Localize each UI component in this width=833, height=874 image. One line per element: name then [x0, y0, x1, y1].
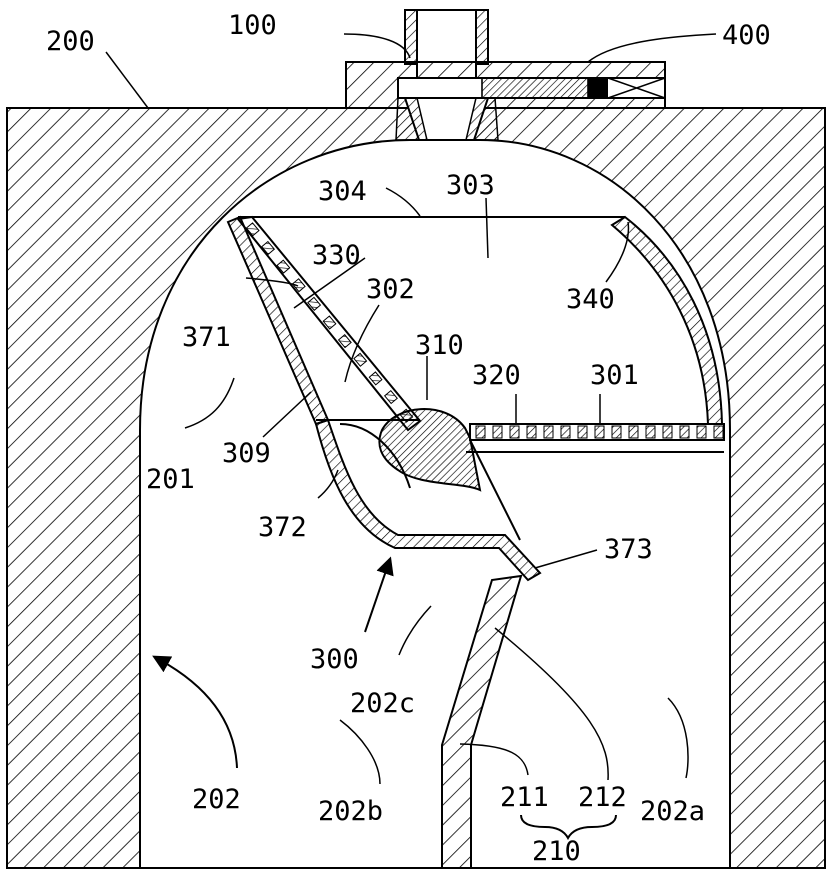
- inclined-slot: [368, 371, 383, 386]
- nozzle-throat-hatch: [395, 97, 499, 141]
- grid-slot: [526, 425, 537, 439]
- grid-slot: [560, 425, 571, 439]
- label-201: 201: [146, 464, 195, 495]
- inclined-slot: [276, 259, 291, 274]
- label-304: 304: [318, 176, 367, 207]
- grid-slot: [509, 425, 520, 439]
- label-310: 310: [415, 330, 464, 361]
- label-320: 320: [472, 360, 521, 391]
- grid-slot: [662, 425, 673, 439]
- label-202b: 202b: [318, 796, 383, 827]
- brace-210: [520, 814, 617, 841]
- arrow-202: [152, 655, 238, 769]
- label-302: 302: [366, 274, 415, 305]
- inclined-slot: [307, 296, 322, 311]
- label-373: 373: [604, 534, 653, 565]
- label-303: 303: [446, 170, 495, 201]
- label-202c: 202c: [350, 688, 415, 719]
- label-301: 301: [590, 360, 639, 391]
- housing-body: [6, 107, 826, 869]
- arrow-300: [364, 556, 394, 633]
- label-371: 371: [182, 322, 231, 353]
- inclined-slot: [353, 352, 368, 367]
- label-100: 100: [228, 10, 277, 41]
- grid-slot: [628, 425, 639, 439]
- inclined-slot: [337, 334, 352, 349]
- label-400: 400: [722, 20, 771, 51]
- label-202a: 202a: [640, 796, 705, 827]
- grid-slot: [713, 425, 724, 439]
- label-200: 200: [46, 26, 95, 57]
- inclined-slot: [245, 222, 260, 237]
- slide-bar: [481, 77, 589, 99]
- inclined-slot: [383, 389, 398, 405]
- label-309: 309: [222, 438, 271, 469]
- grid-slot: [696, 425, 707, 439]
- wall-372: [314, 418, 542, 582]
- slide-block: [588, 78, 608, 98]
- grid-slot: [679, 425, 690, 439]
- grid-slot: [577, 425, 588, 439]
- inclined-slot: [291, 278, 306, 293]
- label-211: 211: [500, 782, 549, 813]
- hinge-310: [378, 408, 482, 492]
- grid-slot: [645, 425, 656, 439]
- grid-plate-slots: [475, 425, 724, 439]
- label-340: 340: [566, 284, 615, 315]
- label-212: 212: [578, 782, 627, 813]
- grid-slot: [543, 425, 554, 439]
- label-330: 330: [312, 240, 361, 271]
- inclined-slot: [261, 240, 276, 256]
- grid-slot: [611, 425, 622, 439]
- valve-edge-line: [469, 439, 521, 541]
- spring-x: [607, 77, 666, 99]
- leader-lines: [105, 33, 717, 785]
- grid-slot: [475, 425, 486, 439]
- label-210: 210: [532, 836, 581, 867]
- label-372: 372: [258, 512, 307, 543]
- inclined-slot: [322, 315, 337, 330]
- grid-slot: [594, 425, 605, 439]
- grid-slot: [492, 425, 503, 439]
- label-202: 202: [192, 784, 241, 815]
- partition-wall: [441, 574, 523, 869]
- label-300: 300: [310, 644, 359, 675]
